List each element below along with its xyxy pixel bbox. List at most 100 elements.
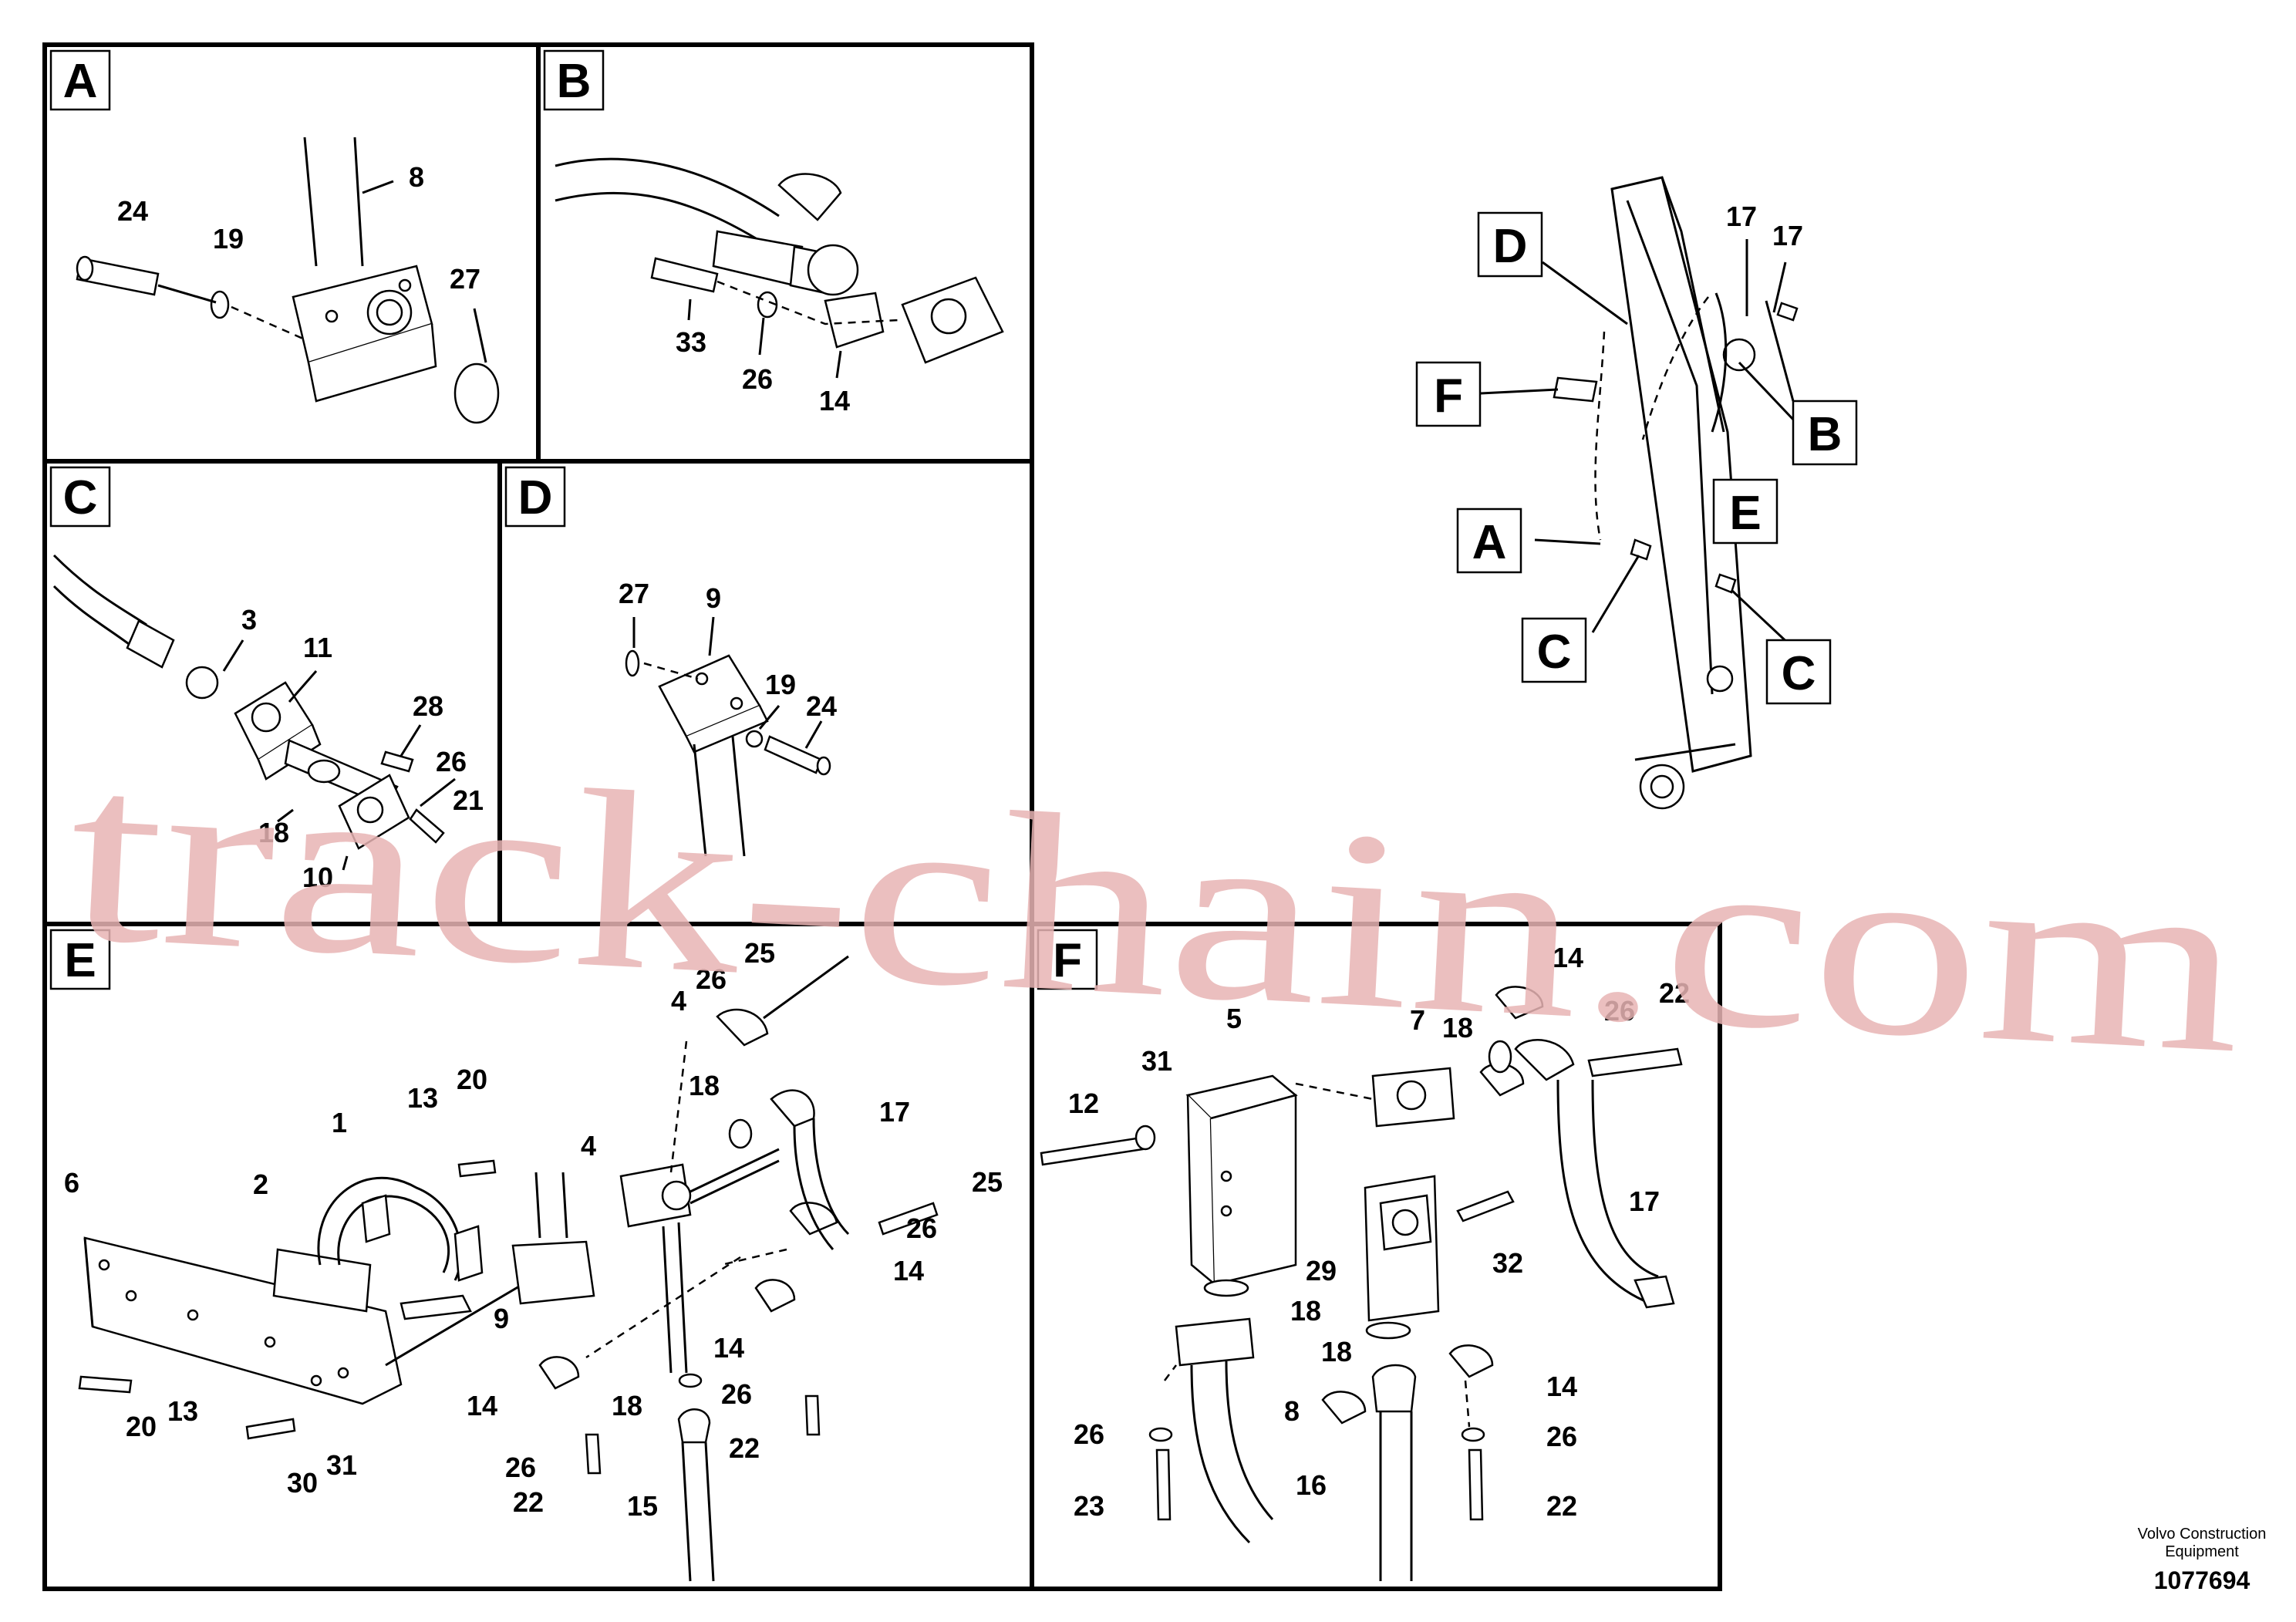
callout-e-13b: 13 xyxy=(167,1395,198,1427)
callout-e-26d: 26 xyxy=(505,1452,536,1483)
callout-overview-17b: 17 xyxy=(1772,220,1803,251)
panel-d-drawing xyxy=(625,616,831,857)
svg-text:E: E xyxy=(1729,487,1761,540)
callout-f-7: 7 xyxy=(1410,1004,1425,1036)
overview-label-f: F xyxy=(1415,361,1482,427)
svg-text:D: D xyxy=(518,471,553,524)
callout-e-26c: 26 xyxy=(721,1378,752,1410)
svg-text:C: C xyxy=(1782,647,1816,700)
callout-e-15: 15 xyxy=(627,1490,658,1522)
overview-label-c-right: C xyxy=(1765,639,1832,705)
svg-text:F: F xyxy=(1434,369,1463,423)
callout-e-25b: 25 xyxy=(972,1166,1003,1198)
panel-label-e: E xyxy=(49,929,111,990)
callout-f-18b: 18 xyxy=(1290,1295,1321,1327)
overview-label-a: A xyxy=(1456,508,1522,574)
callout-e-20a: 20 xyxy=(457,1064,487,1095)
callout-c-10: 10 xyxy=(302,862,333,893)
footer-brand-line1: Volvo Construction xyxy=(2138,1526,2267,1543)
svg-text:D: D xyxy=(1493,220,1528,273)
panel-b-drawing xyxy=(555,157,1004,379)
callout-f-29: 29 xyxy=(1306,1255,1337,1286)
panel-c-drawing xyxy=(52,554,456,871)
callout-c-26: 26 xyxy=(436,746,467,777)
callout-f-23: 23 xyxy=(1074,1490,1104,1522)
panel-label-c: C xyxy=(49,466,111,528)
callout-a-8: 8 xyxy=(409,161,424,193)
callout-e-14b: 14 xyxy=(713,1332,744,1364)
callout-f-22b: 22 xyxy=(1546,1490,1577,1522)
callout-e-6: 6 xyxy=(64,1167,79,1199)
panel-label-d: D xyxy=(504,466,566,528)
footer-brand-line2: Equipment xyxy=(2165,1543,2239,1560)
callout-f-17: 17 xyxy=(1629,1185,1660,1217)
callout-e-13a: 13 xyxy=(407,1082,438,1114)
callout-f-26b: 26 xyxy=(1546,1421,1577,1452)
callout-d-9: 9 xyxy=(706,582,721,614)
callout-f-26c: 26 xyxy=(1074,1418,1104,1450)
overview-boom-drawing xyxy=(1480,176,1810,810)
callout-c-21: 21 xyxy=(453,784,484,816)
callout-f-14a: 14 xyxy=(1553,942,1583,973)
callout-e-22b: 22 xyxy=(513,1486,544,1518)
panel-frames xyxy=(42,42,1722,1591)
callout-b-14: 14 xyxy=(819,385,850,416)
callout-f-16: 16 xyxy=(1296,1469,1327,1501)
overview-label-d: D xyxy=(1477,211,1543,278)
callout-e-2: 2 xyxy=(253,1168,268,1200)
callout-c-28: 28 xyxy=(413,690,443,722)
callout-a-24: 24 xyxy=(117,195,148,227)
callout-f-12: 12 xyxy=(1068,1088,1099,1119)
callout-e-20b: 20 xyxy=(126,1411,157,1442)
callout-e-22a: 22 xyxy=(729,1432,760,1464)
callout-e-25a: 25 xyxy=(744,937,775,969)
callout-c-3: 3 xyxy=(241,604,257,636)
callout-b-26: 26 xyxy=(742,363,773,395)
callout-e-17: 17 xyxy=(879,1096,910,1128)
callout-e-26a: 26 xyxy=(696,963,727,995)
svg-text:C: C xyxy=(1537,626,1572,679)
callout-c-18: 18 xyxy=(258,817,289,848)
callout-a-27: 27 xyxy=(450,263,480,295)
callout-d-27: 27 xyxy=(619,578,649,609)
callout-e-26b: 26 xyxy=(906,1212,937,1244)
svg-text:E: E xyxy=(64,934,96,987)
panel-a-drawing xyxy=(76,137,500,424)
callout-d-24: 24 xyxy=(806,690,837,722)
svg-text:B: B xyxy=(1808,408,1843,461)
svg-text:A: A xyxy=(1472,516,1507,569)
overview-label-e: E xyxy=(1712,478,1778,545)
panel-label-a: A xyxy=(49,49,111,111)
callout-f-22a: 22 xyxy=(1659,977,1690,1009)
overview-label-b: B xyxy=(1792,400,1858,466)
callout-d-19: 19 xyxy=(765,669,796,700)
callout-e-9: 9 xyxy=(494,1303,509,1334)
svg-text:B: B xyxy=(557,55,592,108)
panel-label-f: F xyxy=(1037,929,1098,990)
callout-f-18a: 18 xyxy=(1442,1012,1473,1044)
callout-f-14b: 14 xyxy=(1546,1371,1577,1402)
callout-f-31: 31 xyxy=(1141,1045,1172,1077)
panel-e-drawing xyxy=(78,955,939,1582)
callout-c-11: 11 xyxy=(303,632,332,663)
callout-e-14a: 14 xyxy=(893,1255,924,1286)
callout-e-1: 1 xyxy=(332,1107,347,1138)
callout-overview-17a: 17 xyxy=(1726,201,1757,232)
callout-b-33: 33 xyxy=(676,326,706,358)
callout-e-14c: 14 xyxy=(467,1390,497,1421)
overview-label-c-left: C xyxy=(1521,617,1587,683)
svg-text:C: C xyxy=(63,471,98,524)
callout-e-18a: 18 xyxy=(689,1070,720,1101)
watermark-text: track-chain.com xyxy=(62,711,2249,1106)
callout-f-18c: 18 xyxy=(1321,1336,1352,1367)
callout-e-4a: 4 xyxy=(671,985,686,1017)
svg-text:F: F xyxy=(1053,934,1082,987)
callout-f-5: 5 xyxy=(1226,1003,1242,1034)
svg-text:A: A xyxy=(63,55,98,108)
panel-f-drawing xyxy=(1040,986,1683,1581)
callout-e-31: 31 xyxy=(326,1449,357,1481)
panel-label-b: B xyxy=(543,49,605,111)
callout-f-32: 32 xyxy=(1492,1247,1523,1279)
footer-doc-number: 1077694 xyxy=(2154,1566,2250,1594)
